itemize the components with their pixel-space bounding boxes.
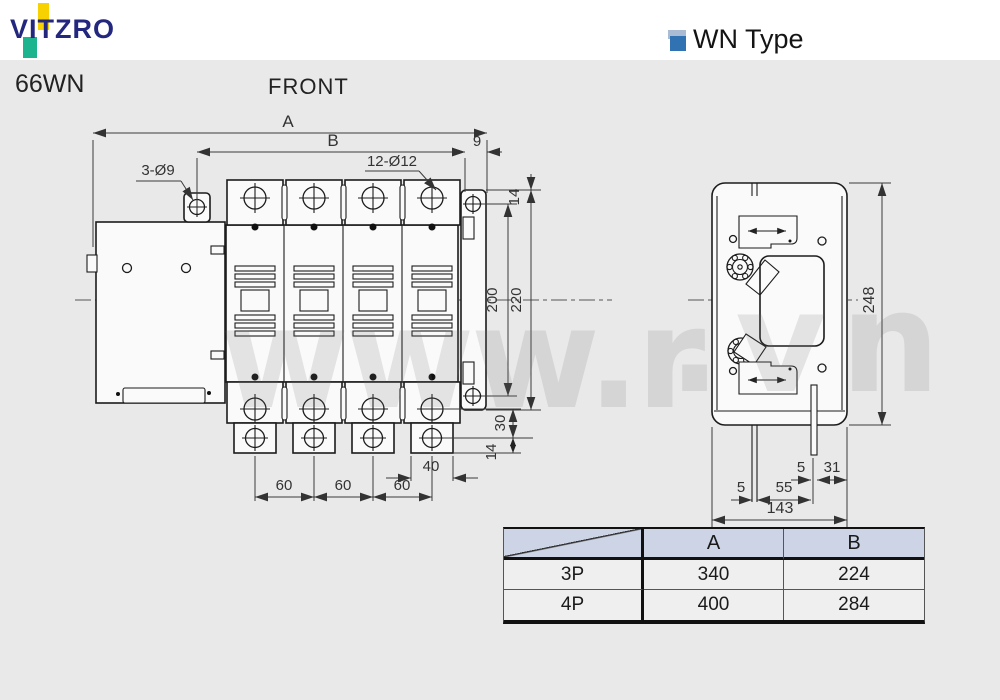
dim-60-2: 60 [335,477,352,494]
label-holes-left: 3-Ø9 [141,162,174,179]
front-view-label: FRONT [268,74,349,99]
dimension-table: A B 3P 340 224 4P 400 284 [503,527,925,624]
dim-143: 143 [767,500,794,517]
table-row-4p-b: 284 [838,594,870,615]
dim-200: 200 [484,287,501,312]
side-view-drawing [688,182,858,502]
bullet-icon [668,30,686,39]
table-row-3p-a: 340 [644,560,784,590]
side-view-dimensions: 248 5 31 5 55 143 [711,182,891,528]
dim-5-right: 5 [797,459,805,476]
dim-40: 40 [423,458,440,475]
table-row-4p-label: 4P [504,590,644,620]
logo-text: VITZRO [10,14,115,44]
label-holes-top: 12-Ø12 [367,153,417,170]
dim-30: 30 [492,415,509,432]
dim-b: B [327,131,338,150]
model-number: 66WN [15,70,85,98]
dim-248: 248 [861,287,878,314]
front-view-dimensions: A B 9 12-Ø12 3-Ø9 14 200 220 [92,112,541,502]
table-corner-cell [504,529,644,560]
dim-9: 9 [473,133,481,150]
dim-60-3: 60 [394,477,411,494]
table-header-b: B [784,529,924,560]
dim-55: 55 [776,479,793,496]
vitzro-logo: VITZRO [10,0,170,60]
pole-vents [234,265,453,337]
front-view-drawing [75,179,612,454]
table-row-4p-a: 400 [644,590,784,620]
dim-5-left: 5 [737,479,745,496]
bullet-icon-dark [670,36,686,51]
dim-60-1: 60 [276,477,293,494]
logo-green-accent [23,37,37,58]
dim-a: A [282,112,294,131]
dim-14-top: 14 [506,189,523,206]
dim-220: 220 [508,287,525,312]
page-header: VITZRO WN Type [0,0,1000,60]
table-header-a: A [644,529,784,560]
type-label: WN Type [693,24,804,54]
table-row-3p-b: 224 [784,560,924,590]
table-row-3p-label: 3P [504,560,644,590]
logo-yellow-accent [38,3,49,30]
dim-31: 31 [824,459,841,476]
dim-14-bottom: 14 [483,444,500,461]
